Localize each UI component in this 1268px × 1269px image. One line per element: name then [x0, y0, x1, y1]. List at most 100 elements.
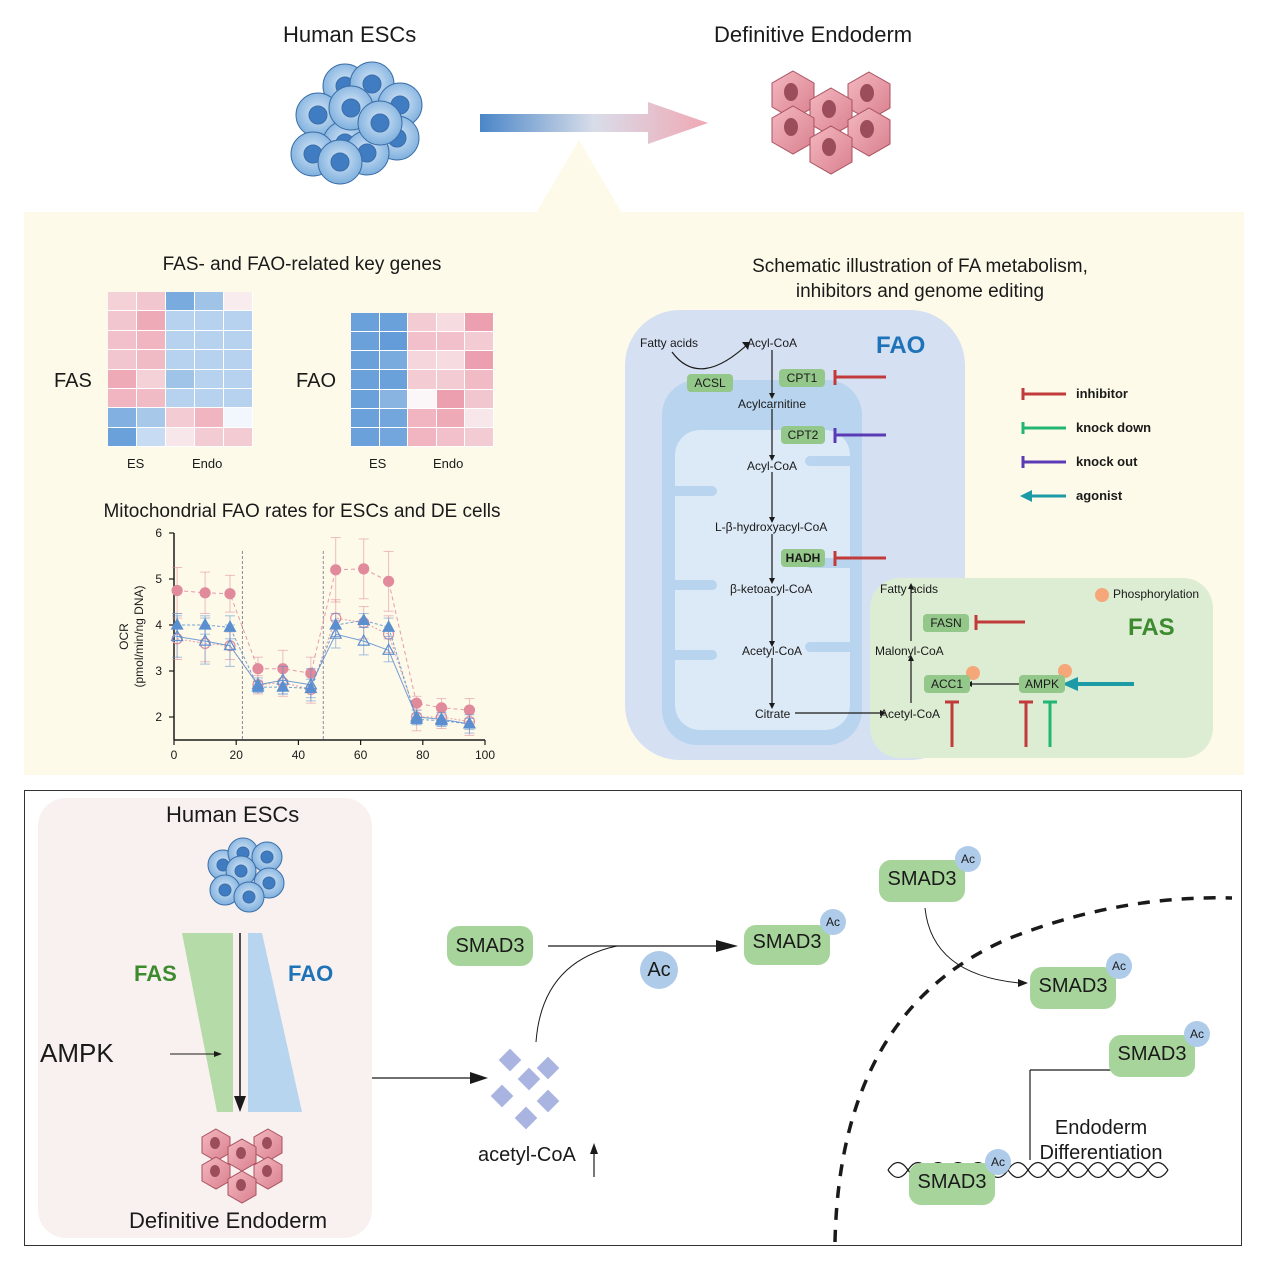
- heatmap-cell: [195, 330, 224, 351]
- heatmap-cell: [166, 369, 195, 389]
- heatmap-cell: [465, 389, 494, 409]
- heatmap-cell: [166, 388, 195, 409]
- heatmap-cell: [436, 408, 466, 428]
- data-point: [251, 677, 265, 690]
- bottom-endoderm-label: Definitive Endoderm: [129, 1208, 328, 1233]
- heatmap-cell: [436, 370, 466, 390]
- step-acyl-coa-2: Acyl-CoA: [747, 459, 798, 473]
- heatmap-cell: [436, 389, 466, 409]
- heatmap-cell: [166, 292, 195, 312]
- heatmap-cell: [108, 408, 137, 428]
- ac-badge: Ac: [1184, 1021, 1210, 1047]
- heatmap-cell: [379, 427, 409, 447]
- endoderm-cluster-icon: [771, 70, 891, 175]
- heatmap-cell: [224, 369, 253, 389]
- legend-knock-down: knock down: [1076, 420, 1152, 435]
- phosphorylation-label: Phosphorylation: [1113, 587, 1200, 601]
- x-tick-label: 20: [230, 748, 244, 762]
- heatmap-cell: [108, 388, 137, 409]
- heatmap-cell: [379, 313, 409, 333]
- ac-badge: Ac: [820, 909, 846, 935]
- heatmap-cell: [465, 332, 494, 352]
- heatmap-cell: [195, 292, 224, 312]
- heatmap-cell: [195, 388, 224, 409]
- step-ketoacyl-coa: β-ketoacyl-CoA: [730, 582, 813, 596]
- y-axis-label-units: (pmol/min/ng DNA): [132, 585, 146, 687]
- fas-step-acetyl-coa: Acetyl-CoA: [880, 707, 941, 721]
- y-tick-label: 5: [155, 572, 162, 586]
- heatmap-cell: [436, 313, 466, 333]
- endoderm-label-line2: Differentiation: [1039, 1142, 1163, 1164]
- y-tick-label: 2: [155, 710, 162, 724]
- step-acyl-coa-1: Acyl-CoA: [747, 336, 798, 350]
- heatmap-cell: [137, 311, 166, 331]
- x-tick-label: 100: [475, 748, 495, 762]
- ac-badge: Ac: [985, 1149, 1011, 1175]
- heatmap-cell: [108, 350, 137, 370]
- data-point: [358, 563, 370, 575]
- smad3-acetylated-nucleus-2: SMAD3: [1109, 1035, 1195, 1077]
- schematic-title-line1: Schematic illustration of FA metabolism,: [752, 256, 1088, 277]
- fas-step-malonyl-coa: Malonyl-CoA: [875, 644, 944, 658]
- schematic-title-line2: inhibitors and genome editing: [795, 281, 1045, 302]
- acetyl-group-icon: Ac: [640, 951, 678, 989]
- heatmap-cell: [224, 311, 253, 331]
- heatmap-cell: [224, 330, 253, 351]
- heatmap-cell: [137, 350, 166, 370]
- heatmap-cell: [408, 408, 437, 428]
- heatmap-cell: [379, 332, 409, 352]
- data-point: [329, 626, 343, 639]
- heatmap-cell: [408, 332, 437, 352]
- heatmap-cell: [465, 408, 494, 428]
- heatmap-cell: [108, 311, 137, 331]
- mitochondrion-matrix: [675, 430, 850, 730]
- data-point: [224, 588, 236, 600]
- data-point: [252, 663, 264, 675]
- heatmap-cell: [351, 427, 380, 447]
- smad3-acetylated-translocating: SMAD3: [879, 860, 965, 902]
- data-point: [330, 564, 342, 576]
- esc-cluster-icon: [290, 61, 423, 185]
- ac-badge: Ac: [955, 846, 981, 872]
- heatmap-cell: [166, 427, 195, 447]
- data-point: [170, 629, 184, 642]
- endoderm-label-line1: Endoderm: [1054, 1117, 1148, 1139]
- x-tick-label: 0: [171, 748, 178, 762]
- heatmap-cell: [224, 292, 253, 312]
- data-point: [434, 712, 448, 724]
- heatmap-cell: [166, 311, 195, 331]
- heatmap-cell: [224, 350, 253, 370]
- acetyl-coa-molecules-icon: [490, 1048, 560, 1130]
- y-axis-label: OCR: [117, 623, 131, 650]
- bottom-fas-label: FAS: [134, 961, 177, 986]
- data-point: [357, 613, 371, 626]
- heatmap-cell: [351, 370, 380, 390]
- data-point: [198, 633, 212, 646]
- y-tick-label: 3: [155, 664, 162, 678]
- heatmap-cell: [224, 427, 253, 447]
- data-point: [382, 620, 396, 632]
- heatmap-cell: [408, 427, 437, 447]
- enzyme-cpt1: CPT1: [779, 369, 825, 387]
- heatmap-cell: [465, 313, 494, 333]
- data-point: [382, 575, 395, 587]
- series-line: [177, 619, 470, 725]
- heatmap-cell: [108, 292, 137, 312]
- increase-arrow-icon: [590, 1143, 598, 1154]
- heatmap-cell: [224, 408, 253, 428]
- fas-fao-shift-diagram: [170, 933, 302, 1112]
- fao-heatmap-label: FAO: [296, 370, 337, 392]
- heatmap-cell: [108, 369, 137, 389]
- heatmap-cell: [408, 389, 437, 409]
- data-point: [410, 709, 424, 722]
- enzyme-fasn: FASN: [923, 614, 969, 632]
- y-tick-label: 4: [155, 618, 162, 632]
- heatmap-cell: [137, 388, 166, 409]
- data-point: [382, 643, 396, 655]
- differentiation-arrow-icon: [480, 102, 708, 144]
- heatmap-cell: [436, 351, 466, 371]
- endoderm-differentiation-label: Endoderm Differentiation: [1036, 1116, 1166, 1166]
- heatmap-cell: [137, 330, 166, 351]
- x-tick-label: 60: [354, 748, 368, 762]
